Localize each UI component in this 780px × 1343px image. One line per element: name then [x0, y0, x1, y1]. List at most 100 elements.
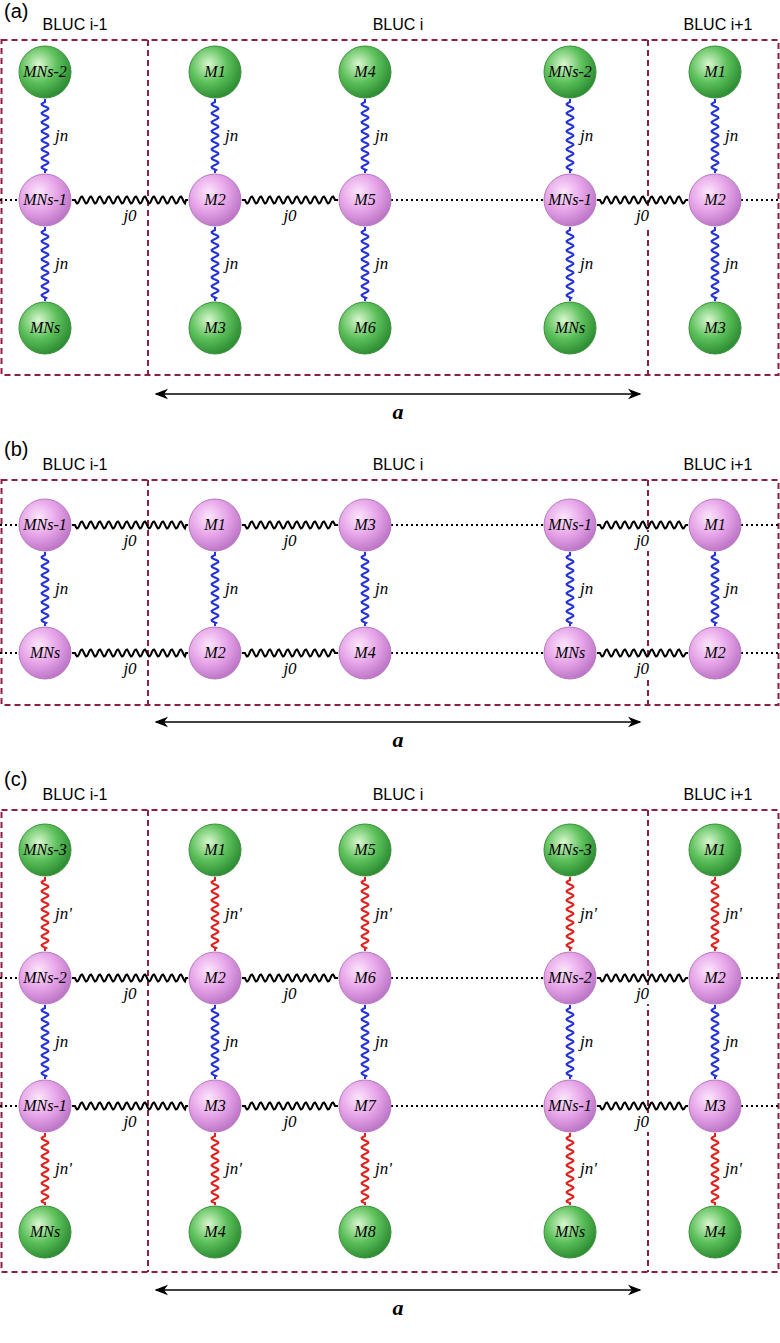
circle-shape [19, 174, 71, 226]
spring-connector [42, 1133, 49, 1205]
chain-mass: M2 [688, 173, 742, 227]
spring-connector [212, 227, 219, 301]
spring-constant: jn [53, 580, 70, 599]
circle-shape [544, 1206, 596, 1258]
dotted-chain [741, 199, 780, 201]
panel-tag: (b) [4, 438, 28, 460]
spring-connector [212, 552, 219, 626]
circle-shape [544, 1080, 596, 1132]
mass-label: M6 [354, 320, 375, 336]
spring-constant: jn [53, 255, 70, 274]
spring-connector [42, 552, 49, 626]
chain-mass: MNs-1 [543, 173, 597, 227]
mass-label: MNs-1 [23, 1098, 67, 1114]
spring-connector [567, 877, 574, 951]
chain-mass: MNs-1 [543, 498, 597, 552]
dotted-chain [741, 1105, 780, 1107]
dotted-chain [391, 199, 544, 201]
spring-connector [242, 522, 338, 529]
spring-constant: j0 [281, 985, 298, 1004]
spring-constant: j0 [634, 985, 651, 1004]
circle-shape [544, 46, 596, 98]
circle-shape [189, 1206, 241, 1258]
spring-connector [72, 522, 188, 529]
mass-label: MNs [30, 1224, 60, 1240]
spring-constant: j0 [121, 985, 138, 1004]
chain-mass: MNs-1 [18, 173, 72, 227]
mass-label: M4 [354, 645, 375, 661]
circle-shape [689, 1206, 741, 1258]
circle-shape [339, 627, 391, 679]
mass-label: M7 [354, 1098, 375, 1114]
spring-connector [362, 1005, 369, 1079]
spring-connector [712, 877, 719, 951]
circle-shape [339, 952, 391, 1004]
dotted-chain [391, 524, 544, 526]
mass-label: MNs-1 [548, 192, 592, 208]
cell-boundary [147, 810, 149, 1272]
dotted-chain [0, 199, 19, 201]
dotted-chain [0, 1105, 19, 1107]
circle-shape [544, 627, 596, 679]
mass-label: MNs [30, 320, 60, 336]
dotted-chain [391, 652, 544, 654]
spring-constant: jn [373, 255, 390, 274]
spring-constant: jn' [373, 1160, 394, 1179]
panel-frame [0, 810, 780, 1290]
end-mass: M4 [338, 45, 392, 99]
end-mass: MNs [18, 1205, 72, 1259]
spring-connector [597, 197, 688, 204]
circle-shape [339, 174, 391, 226]
cell-name: BLUC i [371, 456, 426, 474]
mass-label: MNs-1 [23, 517, 67, 533]
mass-label: M2 [704, 645, 725, 661]
end-mass: M6 [338, 301, 392, 355]
mass-label: M2 [704, 192, 725, 208]
chain-mass: MNs [543, 626, 597, 680]
dashed-frame [2, 40, 779, 375]
chain-mass: MNs-2 [543, 951, 597, 1005]
spring-constant: jn [723, 580, 740, 599]
mass-label: M4 [204, 1224, 225, 1240]
spring-constant: j0 [634, 660, 651, 679]
circle-shape [19, 499, 71, 551]
spring-constant: jn' [53, 1160, 74, 1179]
spring-connector [712, 552, 719, 626]
circle-shape [339, 499, 391, 551]
cell-name: BLUC i-1 [41, 786, 110, 804]
spring-constant: jn' [723, 905, 744, 924]
circle-shape [339, 302, 391, 354]
mass-label: MNs [555, 1224, 585, 1240]
spring-constant: jn [578, 127, 595, 146]
chain-mass: M2 [188, 951, 242, 1005]
end-mass: MNs-3 [18, 823, 72, 877]
panel-frame [0, 480, 780, 722]
circle-shape [544, 952, 596, 1004]
spring-constant: jn [373, 127, 390, 146]
spring-constant: j0 [634, 1113, 651, 1132]
spring-constant: jn [53, 1033, 70, 1052]
mass-label: M4 [354, 64, 375, 80]
circle-shape [189, 627, 241, 679]
end-mass: MNs-2 [18, 45, 72, 99]
mass-label: M1 [704, 842, 725, 858]
circle-shape [189, 1080, 241, 1132]
mass-label: M1 [704, 64, 725, 80]
spring-connector [362, 552, 369, 626]
spring-constant: jn [223, 255, 240, 274]
chain-mass: M2 [188, 626, 242, 680]
chain-mass: MNs [18, 626, 72, 680]
spring-constant: jn' [223, 905, 244, 924]
circle-shape [544, 499, 596, 551]
circle-shape [19, 302, 71, 354]
spring-connector [362, 227, 369, 301]
chain-mass: M3 [688, 1079, 742, 1133]
mass-label: M3 [204, 320, 225, 336]
mass-label: M1 [204, 64, 225, 80]
end-mass: MNs-3 [543, 823, 597, 877]
spring-constant: jn' [578, 905, 599, 924]
chain-mass: M7 [338, 1079, 392, 1133]
mass-label: M3 [704, 320, 725, 336]
spring-connector [567, 1133, 574, 1205]
